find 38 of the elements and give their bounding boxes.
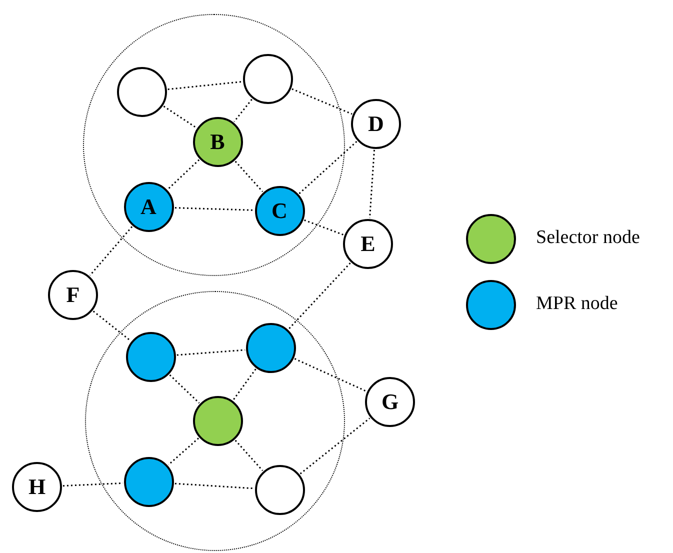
dotted-link <box>168 80 242 90</box>
network-node: C <box>254 186 304 236</box>
dotted-link <box>232 368 256 400</box>
dotted-link <box>234 160 264 192</box>
dotted-link <box>176 349 246 356</box>
network-node <box>246 322 296 372</box>
dotted-link <box>167 159 200 190</box>
network-node: H <box>12 462 62 512</box>
dotted-link <box>234 98 252 122</box>
network-node <box>126 332 176 382</box>
legend-label: Selector node <box>536 227 640 249</box>
dotted-link <box>298 140 358 194</box>
network-node: G <box>365 377 415 427</box>
dotted-link <box>368 150 376 218</box>
network-node <box>192 396 242 446</box>
dotted-link <box>174 207 254 211</box>
network-node: E <box>343 219 393 269</box>
dotted-link <box>92 310 132 342</box>
network-node: A <box>124 182 174 232</box>
network-node: F <box>48 270 98 320</box>
cluster-circle <box>83 14 345 276</box>
cluster-circle <box>85 291 345 551</box>
dotted-link <box>174 482 254 490</box>
dotted-link <box>89 226 133 276</box>
dotted-link <box>294 358 367 392</box>
dotted-link <box>300 418 370 474</box>
dotted-link <box>288 262 351 330</box>
network-node <box>254 464 304 514</box>
dotted-link <box>292 88 352 115</box>
dotted-link <box>62 482 124 487</box>
dotted-link <box>304 219 344 236</box>
network-node: B <box>192 116 242 166</box>
dotted-link <box>169 374 200 404</box>
dotted-link <box>234 440 264 472</box>
dotted-link <box>163 106 197 128</box>
legend-label: MPR node <box>536 293 618 315</box>
dotted-link <box>168 438 200 466</box>
network-node: D <box>351 99 401 149</box>
